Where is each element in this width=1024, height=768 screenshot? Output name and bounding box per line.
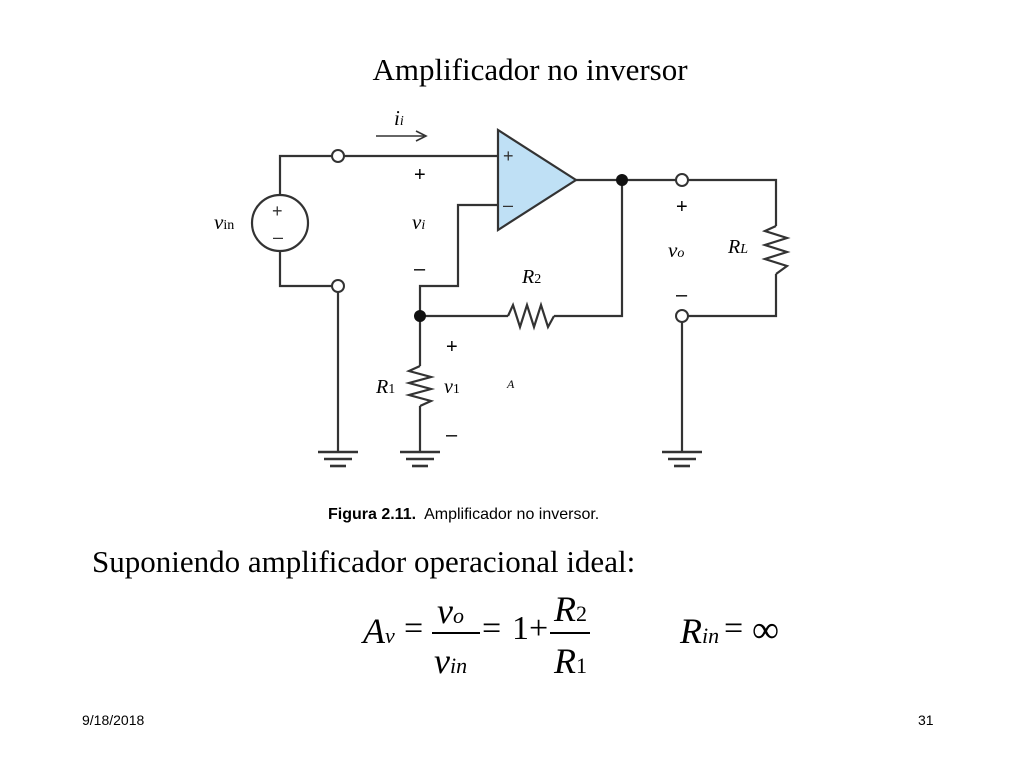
wire-minus-feedback [418,203,498,316]
slide-page-number: 31 [918,712,934,728]
fraction-v-denominator: vin [434,641,468,681]
wire-r2-right [554,180,624,318]
source-label: vin [214,210,235,234]
figure-caption: Figura 2.11. Amplificador no inversor. [328,506,599,524]
resistor-r2 [506,301,555,331]
wire-load-top [688,178,778,226]
infinity-value: ∞ [752,609,780,651]
source-minus: – [273,227,283,247]
slide-date: 9/18/2018 [82,712,145,728]
figure-caption-text: Amplificador no inversor. [424,506,600,523]
ground-right [662,450,702,468]
terminal-in-bottom [331,279,345,293]
vi-minus: – [414,258,426,280]
source-plus: + [272,201,283,221]
gain-symbol: Av [363,611,395,651]
resistor-r1 [404,364,436,408]
vi-label: vi [412,210,426,234]
vo-plus: + [676,196,688,218]
rl-label: RL [728,236,749,258]
v1-plus: + [446,336,458,358]
junction-output [616,174,628,186]
terminal-out-top [675,173,689,187]
resistor-rl [761,224,791,275]
ground-middle [400,450,440,468]
fraction-r-bar [550,632,590,634]
r1-label: R1 [376,376,396,398]
fraction-v-bar [432,632,480,634]
rin-symbol: Rin [680,611,720,651]
equals-3: = [724,610,744,647]
op-amp-triangle [496,127,579,233]
wire-source-bottom [278,250,332,288]
vo-minus: – [676,284,688,306]
op-amp-plus: + [503,146,514,166]
v1-minus: – [446,424,458,446]
equals-2: = [482,610,502,647]
terminal-in-top [331,149,345,163]
v1-label: v1 [444,376,460,398]
vi-plus: + [414,164,426,186]
equals-1: = [404,610,424,647]
node-a-label: A [507,377,515,391]
op-amp-minus: – [503,195,513,215]
voltage-source [250,193,310,253]
fraction-r-numerator: R2 [554,589,587,629]
slide-title: Amplificador no inversor [372,52,688,87]
wire-source-top [278,154,332,196]
current-label: ii [394,106,404,130]
figure-number: Figura 2.11. [328,506,417,523]
junction-feedback [414,310,426,322]
current-arrow-head [415,130,428,142]
wire-load-bottom [688,274,778,318]
vo-label: vo [668,238,685,262]
terminal-out-bottom [675,309,689,323]
ground-left [318,450,358,468]
fraction-v-numerator: vo [437,591,464,631]
ideal-opamp-statement: Suponiendo amplificador operacional idea… [92,544,636,579]
r2-label: R2 [522,266,542,288]
fraction-r-denominator: R1 [554,641,587,681]
one-plus: 1+ [512,610,549,647]
